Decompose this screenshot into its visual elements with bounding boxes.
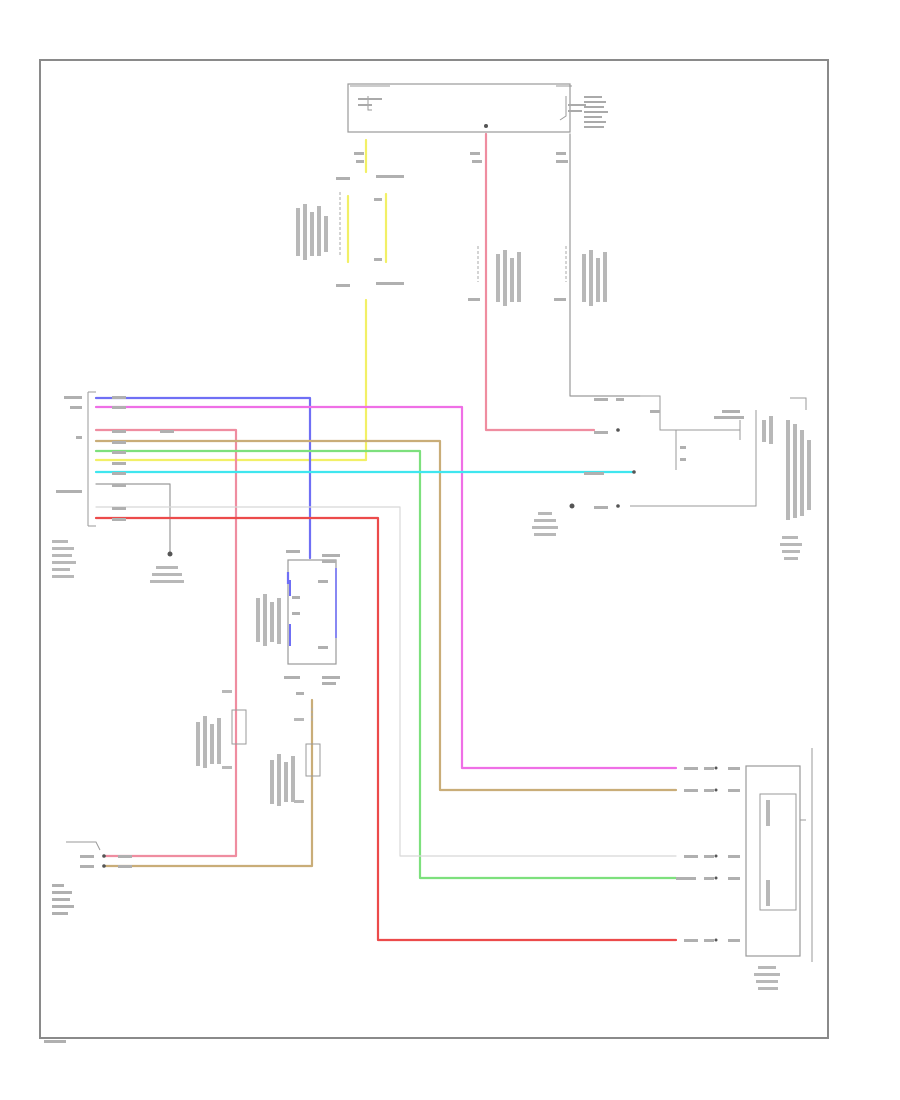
wire-gray-top-right [569,133,641,397]
wire-yellow-main [94,298,368,462]
top-right-desc-lines [584,96,608,128]
wire-green [94,449,678,880]
bottom-right-module [676,748,813,990]
wire-pink-top [484,132,596,432]
lower-left-connector [52,841,132,915]
wire-red [94,516,678,942]
relay-side-labels [256,594,281,646]
wire-pink-left [94,428,238,858]
right-switch-area [532,395,811,560]
wire-blue [94,396,312,560]
diagram-frame [39,59,829,1039]
wire-tan [94,439,678,792]
left-ground-icon [150,551,184,583]
pin-marks [336,152,568,301]
side-labels [296,204,607,306]
wire-magenta [94,405,678,770]
wire-white [95,506,677,857]
bottom-right-pins [714,766,718,942]
top-junction-box [347,83,608,133]
wire-tan-lower [104,698,314,868]
relay-box [284,550,340,695]
left-module-connector [52,391,174,578]
